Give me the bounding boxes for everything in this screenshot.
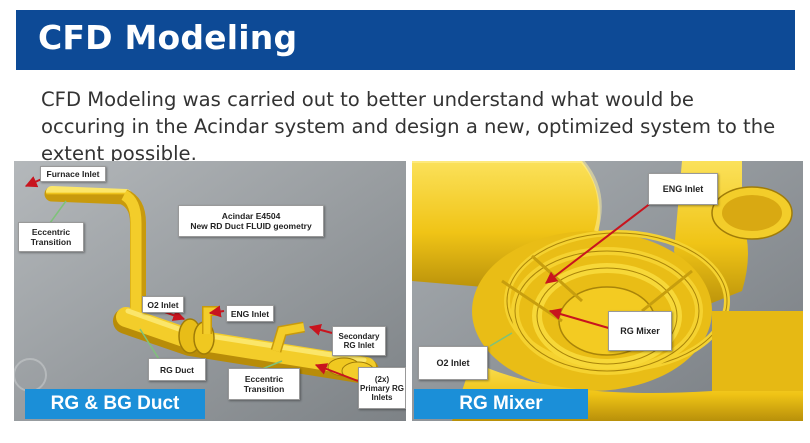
rg-mixer-tag: RG Mixer [414,389,588,419]
rg-bg-duct-tag: RG & BG Duct [25,389,205,419]
geometry-title-label: Acindar E4504 New RD Duct FLUID geometry [178,205,324,237]
secondary-rg-inlet-label: Secondary RG Inlet [332,326,386,356]
rg-mixer-image: ENG Inlet RG Mixer O2 Inlet RG Mixer [412,161,803,421]
primary-rg-inlets-label: (2x) Primary RG Inlets [358,367,406,409]
description-text: CFD Modeling was carried out to better u… [41,88,776,165]
rg-mixer-illustration [412,161,803,421]
eccentric-transition-top-label: Eccentric Transition [18,222,84,252]
rg-mixer-label: RG Mixer [608,311,672,351]
eccentric-transition-bottom-label: Eccentric Transition [228,368,300,400]
page-title: CFD Modeling [38,18,298,57]
title-bar: CFD Modeling [16,10,795,70]
rg-duct-label: RG Duct [148,358,206,381]
mixer-o2-inlet-label: O2 Inlet [418,346,488,380]
o2-inlet-label: O2 Inlet [142,296,184,313]
furnace-inlet-label: Furnace Inlet [40,166,106,182]
duct-geometry-image: Furnace Inlet Eccentric Transition Acind… [14,161,406,421]
duct-geometry-illustration [14,161,406,421]
eng-inlet-label: ENG Inlet [226,305,274,322]
mixer-eng-inlet-label: ENG Inlet [648,173,718,205]
